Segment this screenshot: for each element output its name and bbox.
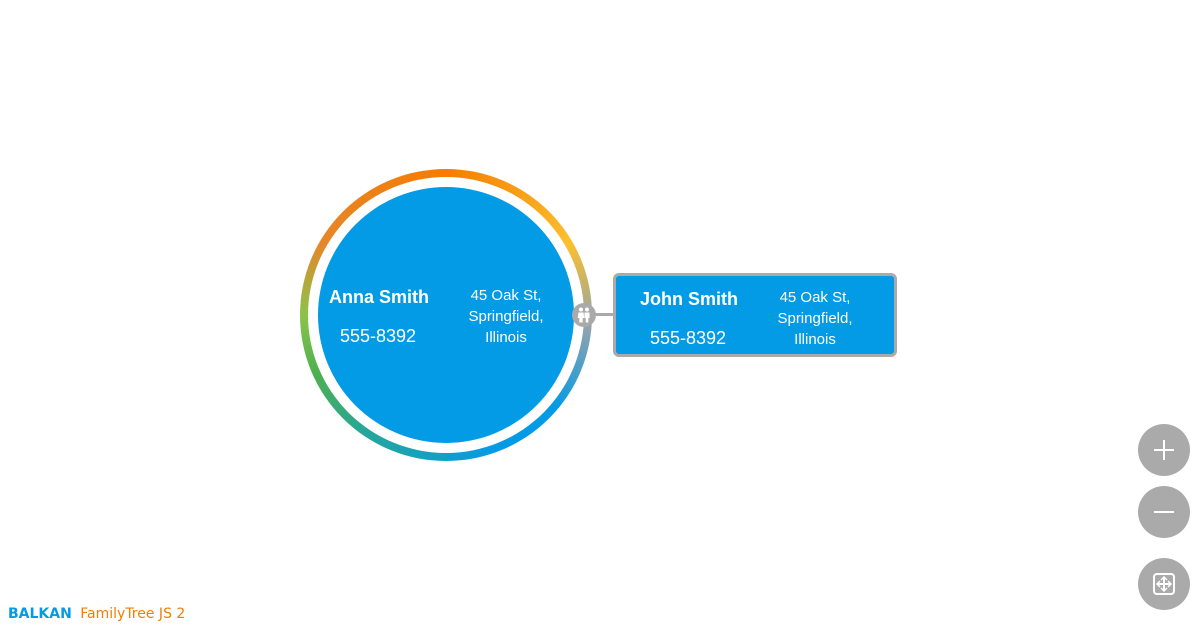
node-name: John Smith <box>640 289 738 309</box>
zoom-out-button[interactable] <box>1138 486 1190 538</box>
node-address: 45 Oak St, Springfield, Illinois <box>760 287 870 350</box>
branding[interactable]: BALKAN FamilyTree JS 2 <box>8 606 185 622</box>
address-line: 45 Oak St, <box>470 287 542 304</box>
brand-company: BALKAN <box>8 606 72 622</box>
partners-icon <box>572 303 596 327</box>
zoom-in-button[interactable] <box>1138 424 1190 476</box>
fit-view-icon <box>1153 573 1175 595</box>
fit-view-button[interactable] <box>1138 558 1190 610</box>
node-phone: 555-8392 <box>650 328 727 348</box>
address-line: Illinois <box>794 331 836 348</box>
address-line: Springfield, <box>777 310 853 327</box>
partner-link-line <box>590 313 616 316</box>
node-name: Anna Smith <box>329 287 430 307</box>
minus-icon <box>1154 511 1174 513</box>
node-john-smith[interactable]: John Smith 555-8392 45 Oak St, Springfie… <box>613 273 897 357</box>
node-anna-smith[interactable]: Anna Smith 555-8392 45 Oak St, Springfie… <box>318 187 574 443</box>
address-line: Springfield, <box>468 308 544 325</box>
node-phone: 555-8392 <box>340 326 417 346</box>
plus-icon <box>1154 440 1174 460</box>
brand-product: FamilyTree JS 2 <box>80 606 186 622</box>
address-line: 45 Oak St, <box>779 289 851 306</box>
node-address: 45 Oak St, Springfield, Illinois <box>451 285 561 348</box>
address-line: Illinois <box>485 329 527 346</box>
